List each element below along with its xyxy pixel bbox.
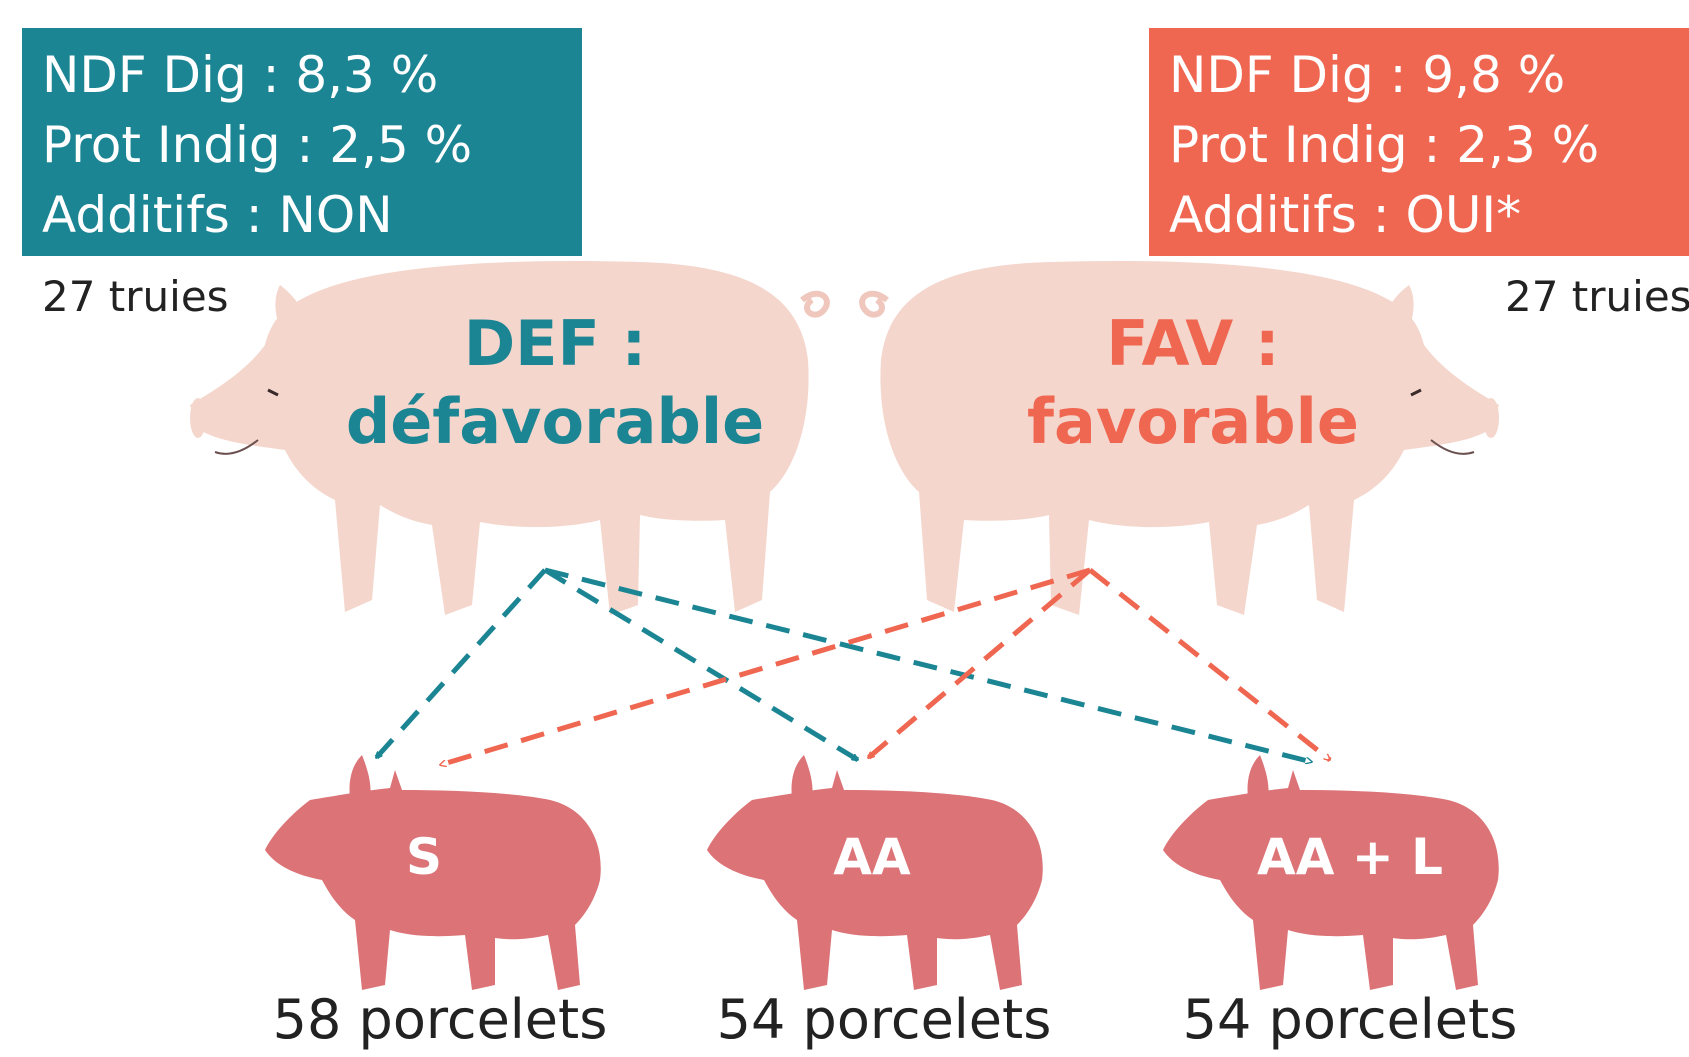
fav-additifs: Additifs : OUI* xyxy=(1169,186,1522,244)
arrow-def-to-s xyxy=(374,568,547,758)
fav-diet-box: NDF Dig : 9,8 % Prot Indig : 2,3 % Addit… xyxy=(1149,28,1689,256)
arrow-fav-to-aal xyxy=(1088,568,1330,762)
arrows-fav xyxy=(440,567,1330,768)
def-group-label: DEF : défavorable xyxy=(330,305,780,461)
def-ndf-dig: NDF Dig : 8,3 % xyxy=(42,46,439,104)
fav-prot-indig: Prot Indig : 2,3 % xyxy=(1169,116,1600,174)
sow-def-tail xyxy=(800,290,830,318)
sow-def-mouth xyxy=(214,439,259,455)
def-group-title: DEF : xyxy=(463,307,647,380)
arrow-fav-to-s xyxy=(440,567,1091,768)
fav-sow-count: 27 truies xyxy=(1505,272,1689,321)
piglet-aal xyxy=(1163,755,1499,990)
piglet-aa xyxy=(707,755,1043,990)
fav-group-label: FAV : favorable xyxy=(1008,305,1378,461)
piglet-s-label: S xyxy=(405,828,442,886)
piglet-s-count: 58 porcelets xyxy=(272,988,608,1051)
piglet-aal-count: 54 porcelets xyxy=(1182,988,1518,1051)
piglet-aa-count: 54 porcelets xyxy=(716,988,1052,1051)
arrow-fav-to-aa xyxy=(868,568,1092,760)
def-additifs: Additifs : NON xyxy=(42,186,393,244)
sow-def xyxy=(190,260,830,615)
piglet-s xyxy=(265,755,601,990)
def-diet-box: NDF Dig : 8,3 % Prot Indig : 2,5 % Addit… xyxy=(22,28,582,256)
arrow-def-to-aa xyxy=(543,567,858,763)
fav-ndf-dig: NDF Dig : 9,8 % xyxy=(1169,46,1566,104)
sow-def-eye xyxy=(267,388,279,397)
arrow-def-to-aal xyxy=(544,567,1312,762)
arrows-def xyxy=(374,567,1312,763)
def-prot-indig: Prot Indig : 2,5 % xyxy=(42,116,473,174)
sow-fav xyxy=(859,260,1499,615)
piglet-aa-label: AA xyxy=(833,828,911,886)
def-group-subtitle: défavorable xyxy=(345,385,765,458)
piglet-aal-label: AA + L xyxy=(1257,828,1443,886)
fav-group-subtitle: favorable xyxy=(1027,385,1359,458)
fav-group-title: FAV : xyxy=(1106,307,1280,380)
def-sow-count: 27 truies xyxy=(42,272,229,321)
